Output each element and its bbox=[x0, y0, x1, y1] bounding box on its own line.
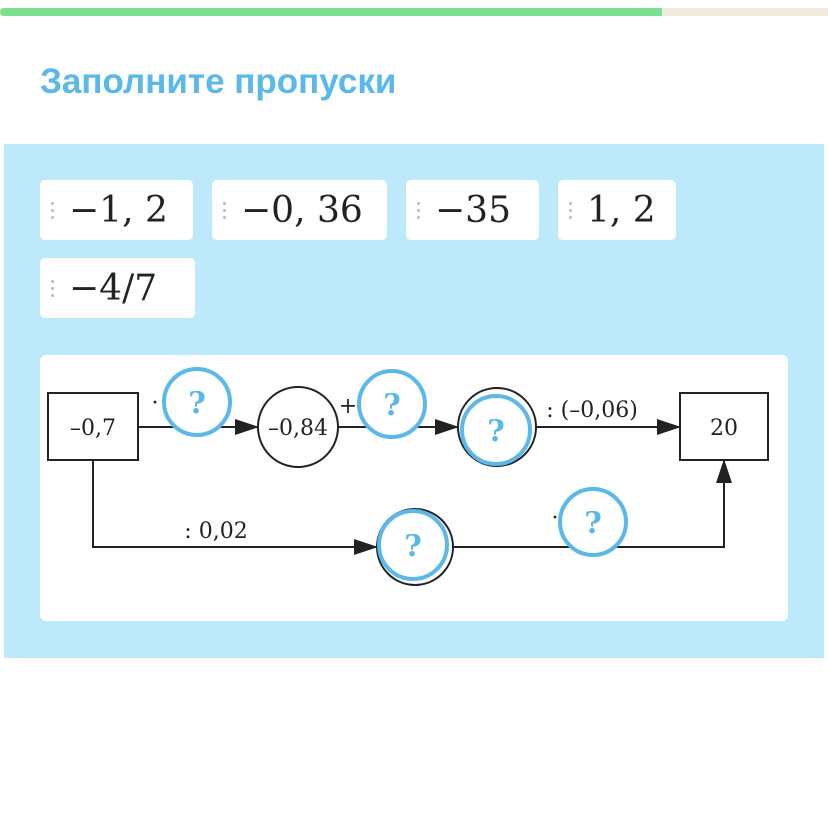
drag-handle-icon[interactable] bbox=[49, 200, 55, 221]
chip-label: 1, 2 bbox=[587, 189, 656, 231]
operation-label: + bbox=[339, 394, 357, 419]
answer-chip[interactable]: 1, 2 bbox=[558, 180, 676, 240]
drop-target-blank[interactable]: ? bbox=[460, 394, 532, 466]
progress-fill bbox=[0, 8, 663, 16]
operation-label: · bbox=[152, 391, 159, 416]
drag-handle-icon[interactable] bbox=[415, 200, 421, 221]
drag-handle-icon[interactable] bbox=[49, 278, 55, 299]
chip-label: −1, 2 bbox=[69, 189, 168, 231]
chip-label: −35 bbox=[435, 189, 511, 231]
diagram-panel: –0,7 –0,84 20 · + : (–0,06) : 0,02 · ? ?… bbox=[40, 355, 788, 621]
operation-label: : (–0,06) bbox=[546, 398, 638, 423]
chip-label: −0, 36 bbox=[241, 189, 363, 231]
drop-target-blank[interactable]: ? bbox=[162, 367, 232, 437]
answer-chip[interactable]: −1, 2 bbox=[40, 180, 193, 240]
end-value: 20 bbox=[710, 416, 738, 441]
start-value: –0,7 bbox=[70, 416, 116, 441]
progress-bar bbox=[0, 8, 828, 16]
chip-label: −4/7 bbox=[69, 267, 158, 309]
blank-mark: ? bbox=[188, 386, 206, 421]
drop-target-blank[interactable]: ? bbox=[558, 487, 628, 557]
mid-value: –0,84 bbox=[268, 416, 328, 441]
answer-chip[interactable]: −0, 36 bbox=[212, 180, 387, 240]
drag-handle-icon[interactable] bbox=[221, 200, 227, 221]
drop-target-blank[interactable]: ? bbox=[377, 509, 449, 581]
answer-chip[interactable]: −4/7 bbox=[40, 258, 195, 318]
operation-label: : 0,02 bbox=[184, 519, 247, 544]
drop-target-blank[interactable]: ? bbox=[357, 369, 427, 439]
blank-mark: ? bbox=[584, 506, 602, 541]
operation-label: · bbox=[552, 506, 559, 531]
flow-diagram: –0,7 –0,84 20 · + : (–0,06) : 0,02 · ? ?… bbox=[47, 367, 769, 586]
answer-chip[interactable]: −35 bbox=[406, 180, 539, 240]
drag-handle-icon[interactable] bbox=[567, 200, 573, 221]
page-title: Заполните пропуски bbox=[40, 62, 397, 101]
blank-mark: ? bbox=[404, 529, 422, 564]
blank-mark: ? bbox=[487, 414, 505, 449]
blank-mark: ? bbox=[383, 388, 401, 423]
